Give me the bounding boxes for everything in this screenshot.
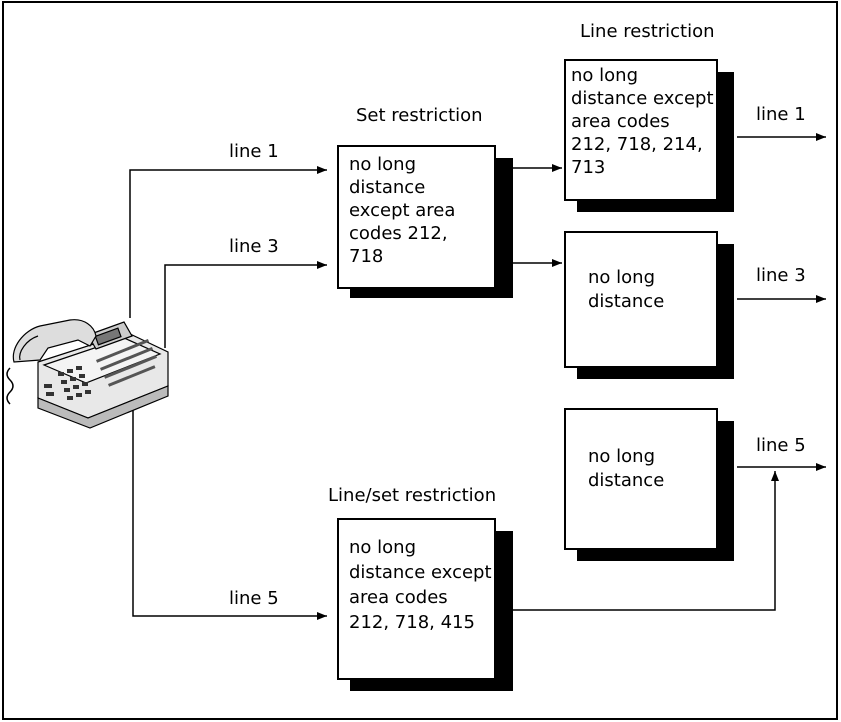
line5-restriction-line: no long [588, 446, 655, 467]
line3-restriction-line: no long [588, 267, 655, 288]
set-restriction-line: no long [349, 154, 416, 175]
line-restriction-line: distance except [571, 88, 714, 109]
line3-input-arrow [164, 261, 327, 348]
line-set-restriction-line: distance except [349, 562, 492, 583]
line5-input-arrow [132, 405, 327, 620]
output-connectors [495, 133, 826, 611]
set-restriction-line: 718 [349, 246, 384, 267]
line-set-restriction-box [337, 518, 513, 691]
set-restriction-line: except area [349, 200, 456, 221]
line-set-restriction-line: area codes [349, 587, 448, 608]
set-restriction-line: distance [349, 177, 426, 198]
line1-output-label: line 1 [756, 104, 806, 125]
line5-restriction-line: distance [588, 470, 665, 491]
line-set-restriction-title: Line/set restriction [328, 485, 497, 506]
line5-restriction-text: no long distance [588, 445, 664, 493]
line-restriction-box [564, 59, 734, 212]
line3-output-label: line 3 [756, 265, 806, 286]
line-set-restriction-text: no long distance except area codes 212, … [349, 535, 492, 635]
line3-restriction-box [564, 231, 734, 379]
line-restriction-text: no long distance except area codes 212, … [571, 64, 714, 179]
line3-restriction-text: no long distance [588, 266, 664, 314]
line5-input-label: line 5 [229, 588, 279, 609]
line-restriction-line: 212, 718, 214, [571, 134, 703, 155]
line1-input-label: line 1 [229, 141, 279, 162]
input-connectors [129, 166, 327, 620]
line-restriction-line: 713 [571, 157, 606, 178]
set-restriction-title: Set restriction [356, 105, 483, 126]
line-set-to-line5-arrow [495, 471, 779, 611]
line-restriction-line: no long [571, 65, 638, 86]
line5-output-label: line 5 [756, 435, 806, 456]
line1-input-arrow [129, 166, 327, 318]
line-restriction-line: area codes [571, 111, 670, 132]
set-restriction-text: no long distance except area codes 212, … [349, 153, 455, 268]
line-set-restriction-line: no long [349, 537, 416, 558]
set-restriction-line: codes 212, [349, 223, 448, 244]
line3-input-label: line 3 [229, 236, 279, 257]
line5-restriction-box [564, 408, 734, 561]
line-set-restriction-line: 212, 718, 415 [349, 612, 475, 633]
desk-telephone-icon [6, 319, 169, 429]
line-restriction-title: Line restriction [580, 21, 715, 42]
line3-restriction-line: distance [588, 291, 665, 312]
set-restriction-box [337, 145, 513, 298]
